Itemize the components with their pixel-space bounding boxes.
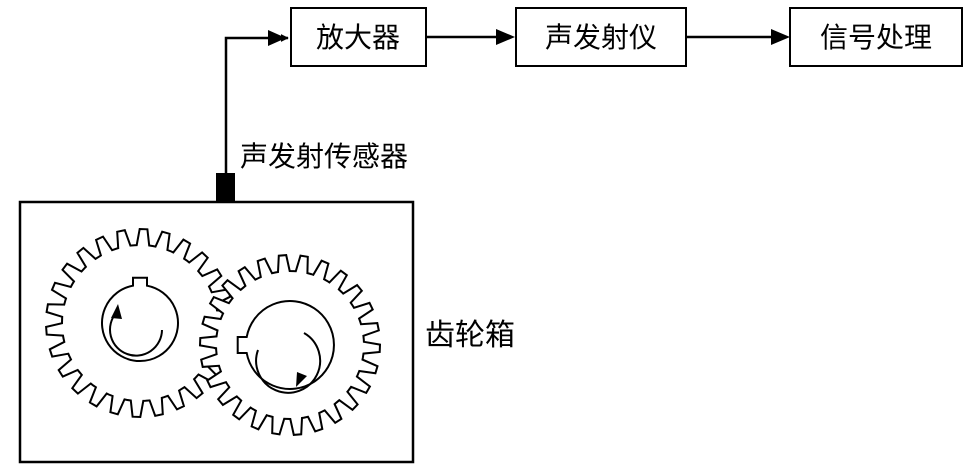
- sensor-cable: [224, 34, 289, 175]
- gear-left: [45, 227, 235, 419]
- ae-sensor: [216, 173, 235, 202]
- signal-processing-label: 信号处理: [820, 21, 932, 54]
- gear-right-rotation-arrow: [255, 332, 322, 394]
- ae-instrument-block: 声发射仪: [515, 7, 687, 67]
- gear-left-rotation-arrowhead: [111, 304, 122, 319]
- gear-right-rotation-arrowhead: [296, 372, 307, 387]
- gear-right-hub: [236, 300, 335, 390]
- sensor-label: 声发射传感器: [240, 140, 408, 173]
- amplifier-label: 放大器: [316, 21, 400, 54]
- gear-left-rotation-arrow: [109, 312, 163, 357]
- signal-processing-block: 信号处理: [789, 7, 963, 67]
- arrow-amp-to-instrument-head: [496, 29, 515, 45]
- gear-right: [198, 254, 382, 436]
- gearbox-label: 齿轮箱: [425, 318, 515, 353]
- sensor-cable-head: [268, 30, 286, 46]
- amplifier-block: 放大器: [290, 7, 427, 67]
- arrow-instrument-to-processing-head: [771, 29, 790, 45]
- ae-instrument-label: 声发射仪: [545, 21, 657, 54]
